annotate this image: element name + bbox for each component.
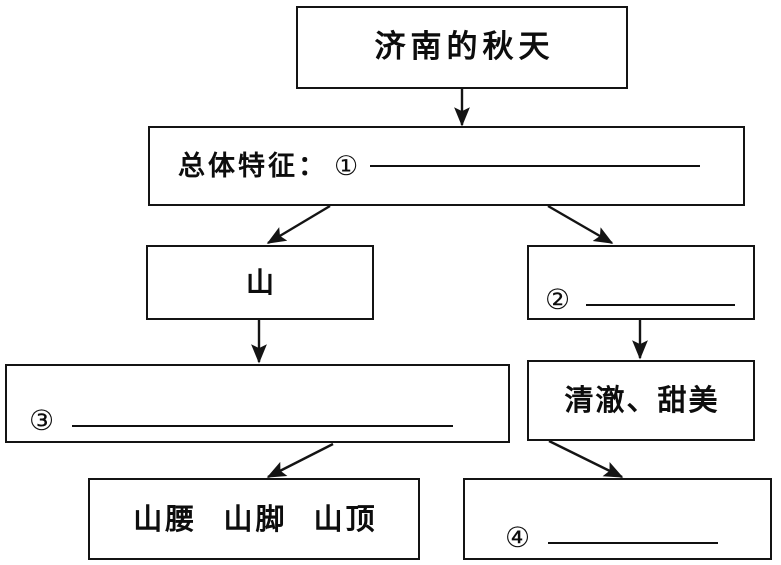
node-overall-feature[interactable]: 总体特征： ① <box>148 126 745 206</box>
answer-blank-2[interactable] <box>586 304 735 306</box>
node-water-quality-label: 清澈、甜美 <box>564 383 720 417</box>
blank-marker-1: ① <box>334 150 359 182</box>
blank-marker-4: ④ <box>505 521 531 554</box>
blank-marker-3: ③ <box>29 404 55 437</box>
blank-row-2: ② <box>545 247 735 318</box>
node-blank-three[interactable]: ③ <box>5 364 510 443</box>
answer-blank-3[interactable] <box>72 425 453 427</box>
answer-blank-4[interactable] <box>548 542 718 544</box>
node-mountain-parts-label: 山腰 山脚 山顶 <box>133 501 378 536</box>
node-mountain-parts[interactable]: 山腰 山脚 山顶 <box>88 478 420 560</box>
answer-blank-1[interactable] <box>370 165 701 167</box>
node-title-label: 济南的秋天 <box>374 29 555 65</box>
node-mountain-label: 山 <box>245 265 274 299</box>
node-water-quality[interactable]: 清澈、甜美 <box>527 360 755 441</box>
blank-row-3: ③ <box>29 366 453 441</box>
node-blank-four[interactable]: ④ <box>463 478 772 560</box>
edge-overall-to-mountain <box>266 204 331 245</box>
node-blank-two[interactable]: ② <box>527 245 755 320</box>
edge-overall-to-two <box>547 204 614 245</box>
node-mountain[interactable]: 山 <box>146 245 374 320</box>
node-title[interactable]: 济南的秋天 <box>296 6 628 89</box>
blank-marker-2: ② <box>545 283 571 316</box>
edge-water-quality-to-four <box>548 439 624 479</box>
blank-row-4: ④ <box>505 480 718 558</box>
node-overall-label: 总体特征： <box>178 150 328 182</box>
edge-three-to-mountain-parts <box>266 442 334 479</box>
